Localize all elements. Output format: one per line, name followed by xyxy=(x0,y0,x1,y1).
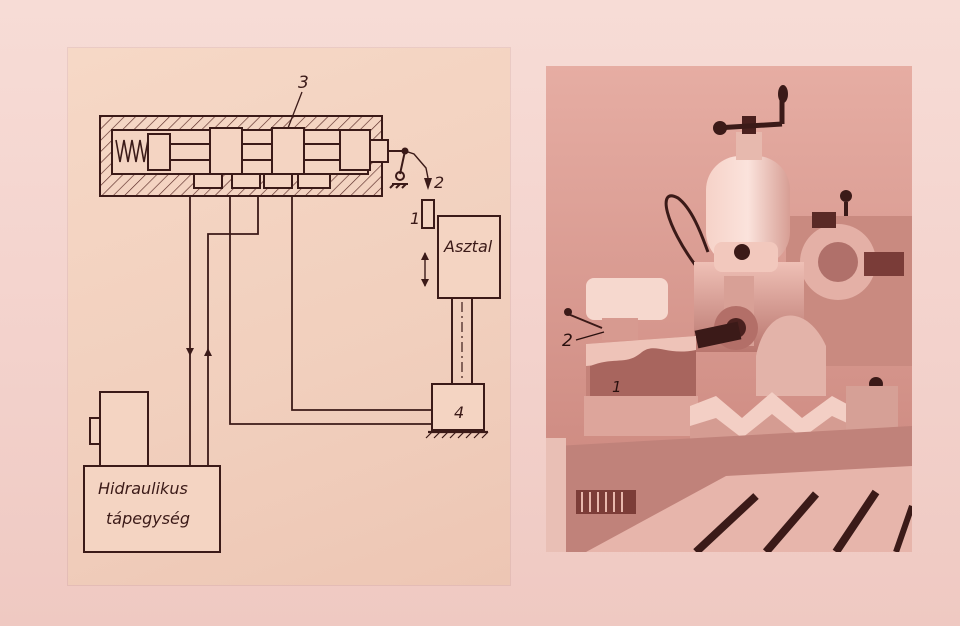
hydraulic-lines xyxy=(186,196,432,466)
label-sensor: 1 xyxy=(410,209,420,228)
schematic-panel: 3 1 2 Asztal 4 Hidraulikus tápegység xyxy=(68,48,510,585)
up-down-arrow-icon xyxy=(421,252,429,287)
motor-shaft xyxy=(89,417,101,445)
table-block xyxy=(437,215,501,299)
hydraulic-schematic: 3 1 2 Asztal 4 Hidraulikus tápegység xyxy=(83,73,501,553)
spring-icon xyxy=(115,139,149,163)
machine-photo: 2 1 xyxy=(546,66,912,552)
hydraulic-power-unit xyxy=(83,465,221,553)
label-table: Asztal xyxy=(443,237,493,256)
cylinder-block xyxy=(431,383,485,431)
label-power-unit-line1: Hidraulikus xyxy=(98,479,188,498)
stop-dog xyxy=(421,199,435,229)
control-valve xyxy=(99,115,389,197)
callout-lever: 2 xyxy=(562,331,573,351)
label-lever: 2 xyxy=(434,173,444,192)
label-valve: 3 xyxy=(298,73,309,93)
machine-illustration: 2 1 xyxy=(546,66,912,552)
callout-block: 1 xyxy=(612,378,622,396)
label-cylinder: 4 xyxy=(454,403,464,422)
trip-lever xyxy=(388,147,432,190)
label-power-unit-line2: tápegység xyxy=(106,509,190,528)
motor-box xyxy=(99,391,149,467)
